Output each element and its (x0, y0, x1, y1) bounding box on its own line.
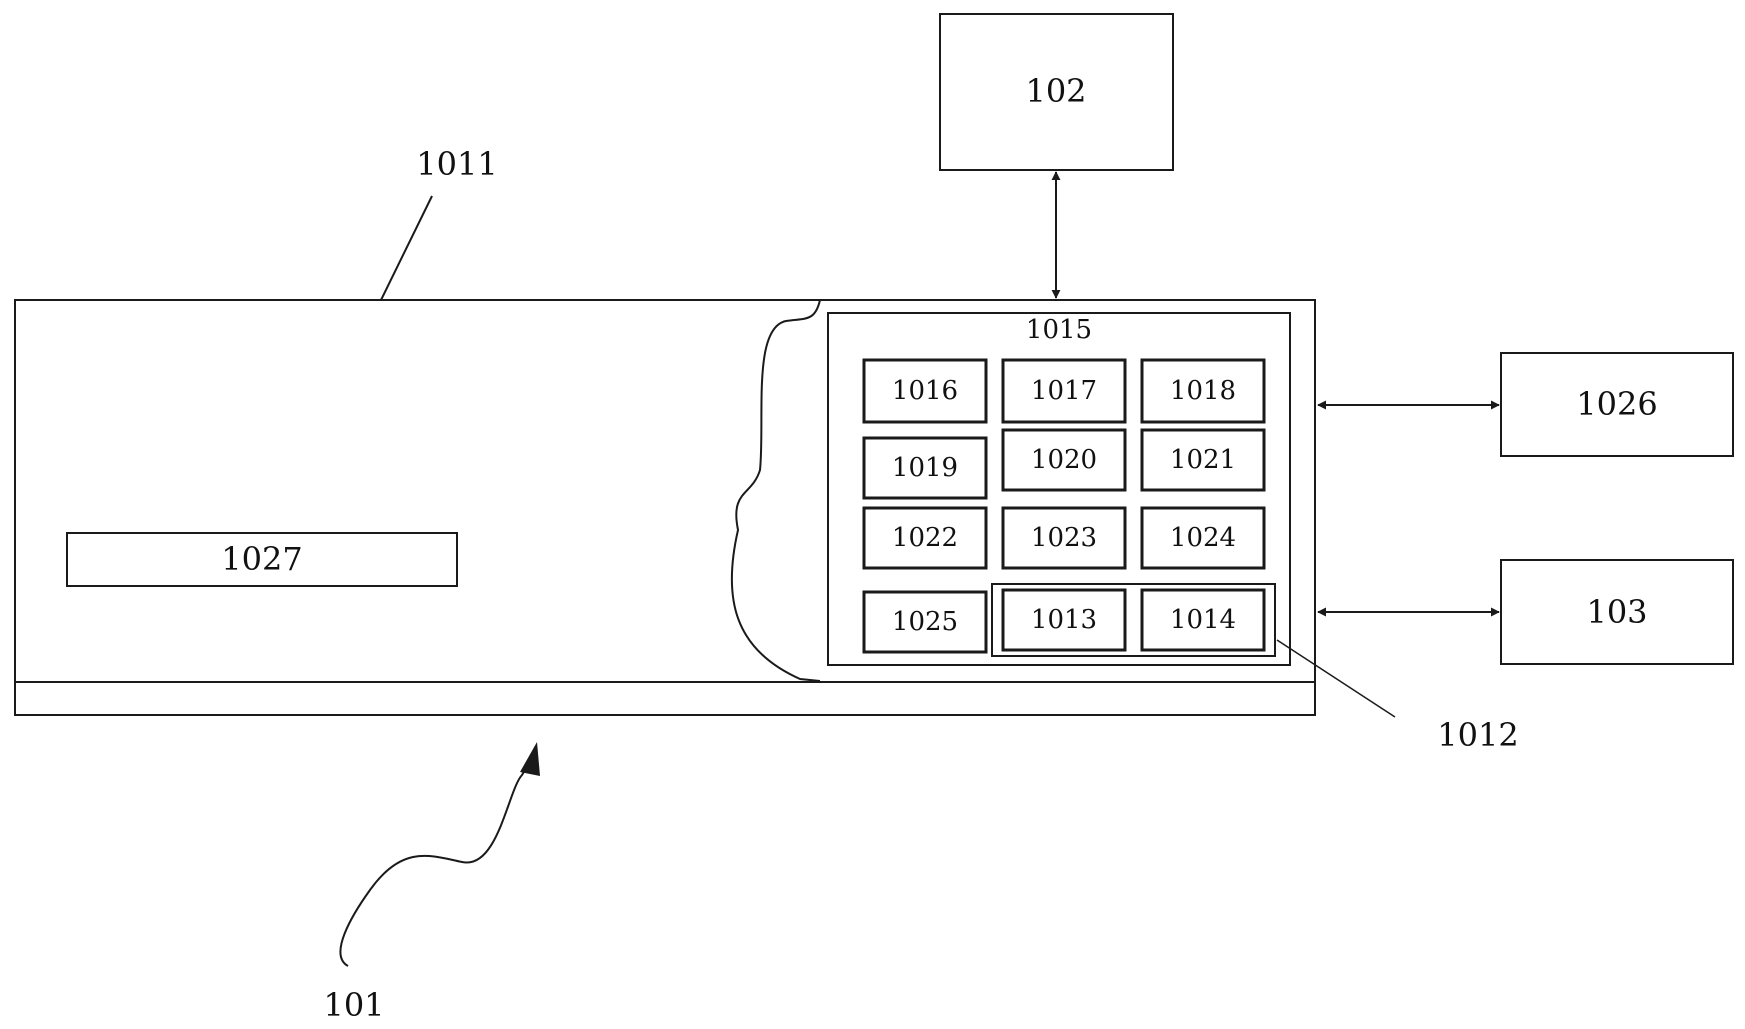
panel-1015-label: 1015 (1026, 315, 1092, 345)
box-1026-label: 1026 (1576, 385, 1657, 423)
strip-1027 (66, 532, 458, 587)
box-102 (939, 13, 1174, 171)
cell-1020 (1001, 428, 1127, 492)
leader-1011 (380, 195, 433, 301)
cell-1017-label: 1017 (1031, 376, 1097, 406)
cell-1023-label: 1023 (1031, 523, 1097, 553)
cell-1025-label: 1025 (892, 607, 958, 637)
cell-1019 (862, 436, 988, 500)
box-103-label: 103 (1586, 593, 1647, 631)
cell-1016-label: 1016 (892, 376, 958, 406)
cell-1018-label: 1018 (1170, 376, 1236, 406)
cell-1017 (1001, 358, 1127, 424)
box-102-label: 102 (1025, 72, 1086, 110)
box-1026 (1500, 352, 1734, 457)
strip-1027-label: 1027 (221, 540, 302, 578)
cell-1016 (862, 358, 988, 424)
cell-1022 (862, 506, 988, 570)
box-103 (1500, 559, 1734, 665)
cell-1023 (1001, 506, 1127, 570)
cell-1021-label: 1021 (1170, 445, 1236, 475)
cell-1025 (862, 590, 988, 654)
leader-1012 (1276, 639, 1396, 718)
cell-1020-label: 1020 (1031, 445, 1097, 475)
cell-1024 (1140, 506, 1266, 570)
cell-1021 (1140, 428, 1266, 492)
label-101: 101 (323, 986, 384, 1024)
label-1012: 1012 (1437, 716, 1518, 754)
cell-1019-label: 1019 (892, 453, 958, 483)
pointer-101-curve (339, 759, 532, 967)
cell-1014-label: 1014 (1170, 605, 1236, 635)
cell-1024-label: 1024 (1170, 523, 1236, 553)
cell-1014 (1140, 588, 1266, 652)
cell-1013-label: 1013 (1031, 605, 1097, 635)
label-1011: 1011 (416, 145, 497, 183)
cell-1018 (1140, 358, 1266, 424)
cutaway-curve (730, 299, 821, 682)
cell-1022-label: 1022 (892, 523, 958, 553)
pointer-101-arrowhead (520, 742, 540, 776)
cell-1013 (1001, 588, 1127, 652)
